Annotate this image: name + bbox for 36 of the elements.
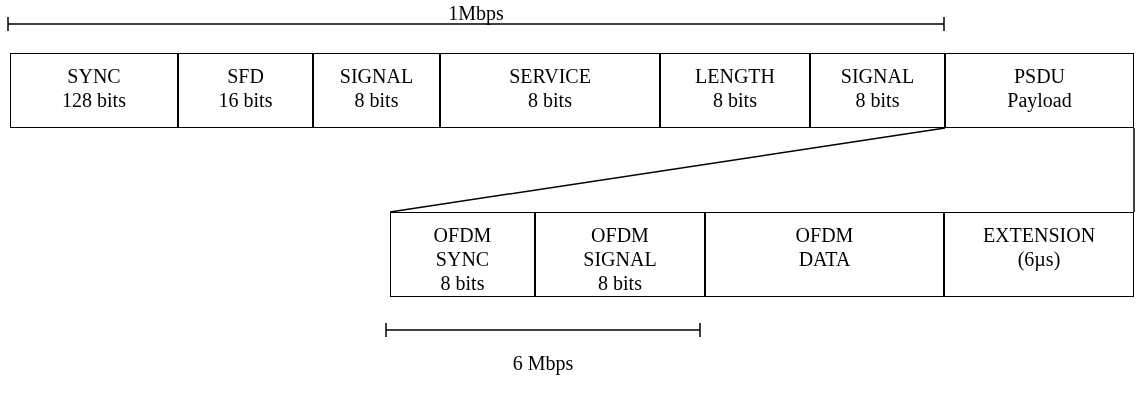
field-size: 16 bits [218,88,273,112]
field-name: SERVICE [509,64,591,88]
field-cell [945,53,1134,128]
field-cell [705,212,944,297]
field-cell [944,212,1134,297]
field-cell [810,53,945,128]
field-size: 128 bits [62,88,126,112]
rate-label: 1Mbps [448,2,504,25]
field-size: 8 bits [354,88,399,112]
field-name: OFDM SIGNAL [583,223,657,271]
field-name: PSDU [1013,64,1066,88]
field-size: 8 bits [528,88,572,112]
expansion-line [389,127,946,213]
field-name: SIGNAL [840,64,915,88]
field-name: OFDM DATA [795,223,854,271]
field-cell [178,53,313,128]
field-cell [535,212,705,297]
field-name: SIGNAL [339,64,414,88]
field-size: 8 bits [440,271,485,295]
field-name: OFDM SYNC [433,223,492,271]
field-size: Payload [1007,88,1072,112]
field-name: SFD [227,64,264,88]
field-cell [660,53,810,128]
field-cell [10,53,178,128]
rate-label: 6 Mbps [512,352,574,375]
field-size: 8 bits [855,88,900,112]
field-size: 8 bits [598,271,642,295]
field-size: 8 bits [713,88,757,112]
field-size: (6µs) [1017,247,1061,271]
field-name: LENGTH [695,64,775,88]
expansion-line [1133,127,1135,213]
field-cell [440,53,660,128]
field-name: SYNC [67,64,121,88]
field-name: EXTENSION [982,223,1096,247]
field-cell [390,212,535,297]
field-cell [313,53,440,128]
